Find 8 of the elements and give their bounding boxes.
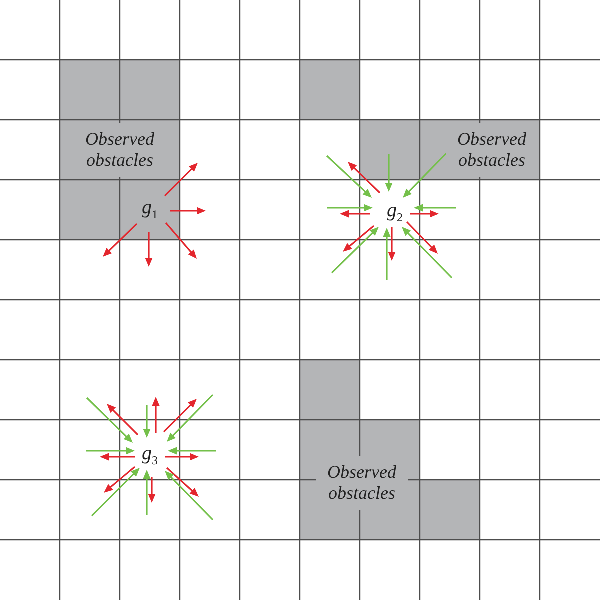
- goal-label: g$_{1}$: [142, 198, 158, 224]
- obstacle-area: [60, 60, 180, 240]
- goal-label: g$_{2}$: [387, 200, 403, 226]
- obstacle-area: [360, 120, 540, 180]
- goal-label: g$_{3}$: [142, 444, 158, 470]
- obstacle-area: [300, 360, 480, 540]
- obstacle-label: Observed obstacles: [316, 456, 408, 510]
- obstacle-cell: [300, 60, 360, 120]
